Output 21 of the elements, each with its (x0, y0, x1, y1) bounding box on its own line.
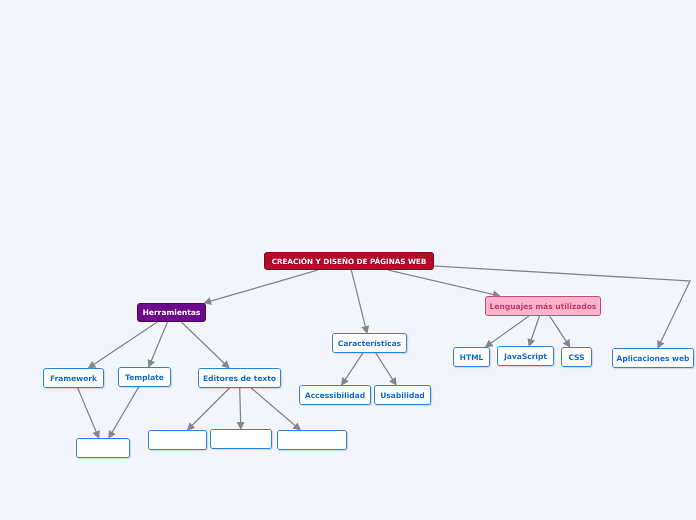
arrow (203, 269, 318, 305)
arrow (388, 269, 501, 298)
arrow (250, 388, 302, 431)
arrow (549, 316, 570, 348)
empty-box (277, 430, 347, 450)
arrow (341, 352, 364, 386)
arrow (375, 352, 397, 386)
arrow (77, 388, 100, 439)
empty-box (210, 429, 272, 449)
arrow (88, 321, 158, 369)
arrow (236, 388, 245, 430)
arrow (350, 270, 370, 334)
arrow (148, 322, 168, 368)
arrow (108, 386, 140, 439)
arrow (186, 388, 230, 431)
empty-box (148, 430, 207, 450)
arrow (528, 316, 540, 347)
empty-box (76, 438, 130, 458)
arrow (180, 322, 230, 369)
arrow (434, 265, 691, 349)
arrow (484, 315, 530, 348)
